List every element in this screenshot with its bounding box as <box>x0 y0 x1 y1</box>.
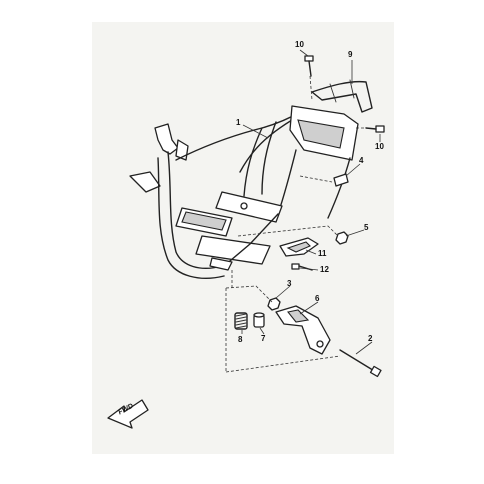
callout-4: 4 <box>359 156 364 165</box>
leader-7 <box>259 327 265 335</box>
spring-outline <box>234 312 248 330</box>
head-bracket <box>154 123 179 155</box>
front-down-tube-outer <box>167 151 223 270</box>
callout-9: 9 <box>348 50 353 59</box>
callout-12: 12 <box>320 265 329 274</box>
rail-brace-a <box>243 127 263 197</box>
callout-5: 5 <box>364 223 369 232</box>
callout-2: 2 <box>368 334 373 343</box>
upper-rail-right <box>239 119 293 173</box>
engine-mount-bracket <box>209 257 233 271</box>
leader-5 <box>345 229 365 237</box>
assembly-line-d <box>225 285 273 303</box>
leader-2 <box>355 341 373 355</box>
callout-10-top: 10 <box>295 40 304 49</box>
bolt-right-shank <box>365 127 377 130</box>
assembly-line-f <box>299 175 333 183</box>
head-mount-left <box>129 171 161 193</box>
rear-box-inner <box>297 119 345 149</box>
long-bolt-part-2 <box>339 349 382 378</box>
rail-brace-b <box>261 121 277 195</box>
carrier-bracket-body <box>311 80 373 113</box>
assembly-line-g <box>309 75 313 101</box>
nut-part-3 <box>267 297 281 311</box>
callout-6: 6 <box>315 294 320 303</box>
bolt-top-shank <box>308 60 312 77</box>
long-bolt-shank <box>339 349 377 373</box>
clip-part-4 <box>333 173 349 187</box>
leader-4 <box>345 163 361 177</box>
callout-8: 8 <box>238 335 243 344</box>
leader-3 <box>275 285 291 299</box>
fwd-arrow-icon <box>107 399 149 429</box>
side-stand-hole <box>316 340 324 348</box>
spring-part-8 <box>234 312 248 330</box>
paper-background <box>92 22 394 454</box>
leader-6 <box>299 301 319 315</box>
rear-carrier-bracket <box>311 79 373 113</box>
leader-11 <box>305 249 317 255</box>
nut-part-5 <box>335 231 349 245</box>
spring-coils <box>235 313 247 329</box>
side-stand-part-6 <box>275 305 331 355</box>
leader-lines <box>225 49 381 373</box>
leader-1 <box>242 124 269 139</box>
stand-bracket-inner <box>286 241 311 253</box>
center-crossmember <box>215 191 283 223</box>
long-bolt-head <box>369 365 382 378</box>
bolt-top-head <box>304 55 314 62</box>
callout-7: 7 <box>261 334 266 343</box>
bolt-12-head <box>291 263 300 270</box>
leader-10-top <box>299 49 309 57</box>
rear-strut <box>327 157 351 219</box>
assembly-line-c <box>225 355 341 373</box>
bolt-right <box>365 125 385 133</box>
main-frame <box>129 105 359 279</box>
callout-3: 3 <box>287 279 292 288</box>
lower-rail <box>223 213 279 267</box>
lower-crossmember <box>195 235 271 265</box>
callout-11: 11 <box>318 249 327 258</box>
callout-1: 1 <box>236 118 241 127</box>
bolt-right-head <box>375 125 385 133</box>
carrier-bracket-ribs <box>329 79 355 103</box>
collar-part-7 <box>253 312 265 328</box>
leader-12 <box>299 267 319 271</box>
frame-hole <box>240 202 248 210</box>
assembly-line-e <box>237 225 339 237</box>
collar-top <box>253 312 265 318</box>
floor-crossmember-shadow <box>181 211 227 231</box>
bolt-top <box>304 55 314 77</box>
front-down-tube-inner <box>157 157 225 279</box>
side-stand-pad <box>287 309 310 323</box>
callout-10-right: 10 <box>375 142 384 151</box>
